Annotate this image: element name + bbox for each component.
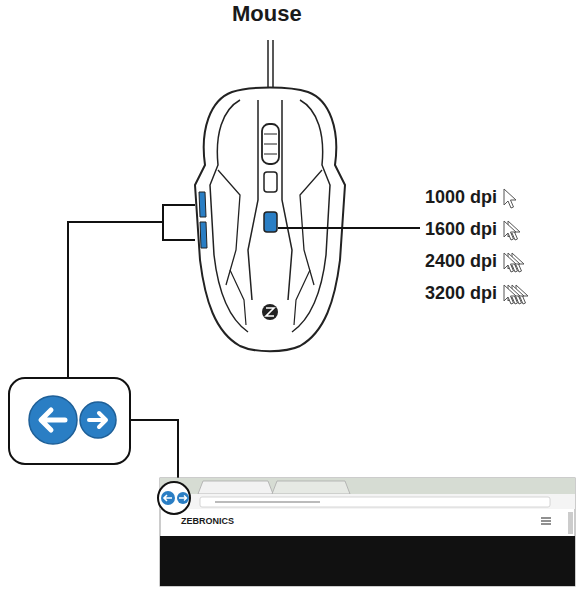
title: Mouse [232,1,302,27]
cursor-icons [504,189,528,304]
cursor-icon [504,221,516,240]
forward-arrow [179,496,187,501]
leader-line [278,227,420,229]
cursor-icon [504,189,516,208]
mode-button [264,172,277,192]
side-button [199,192,206,217]
mouse-cable [268,40,273,90]
button-split [248,100,292,300]
scroll-wheel [262,124,279,164]
forward-arrow [89,413,106,427]
back-arrow [41,410,65,430]
logo-mark [266,308,274,316]
browser-screenshot [160,478,575,586]
side-button [200,222,207,248]
grip-line [230,270,310,325]
dpi-label: 1600 dpi [425,219,497,240]
mouse-body [195,88,345,352]
highlight-circle [158,482,190,514]
dpi-label: 3200 dpi [425,283,497,304]
leader-line [130,420,178,482]
cursor-icon [504,285,516,304]
cursor-icon [504,253,516,272]
dpi-label: 2400 dpi [425,251,497,272]
dpi-button [264,212,277,232]
forward-button [80,402,116,438]
back-button [29,396,77,444]
back-button [161,491,175,505]
brand-name: ZEBRONICS [181,516,234,526]
back-arrow [164,495,172,501]
mouse-contour [210,100,330,332]
forward-button [177,492,189,504]
bracket [68,205,195,378]
dpi-label: 1000 dpi [425,187,497,208]
callout-box [9,378,130,464]
wheel-grip [264,134,277,154]
logo [262,304,278,320]
